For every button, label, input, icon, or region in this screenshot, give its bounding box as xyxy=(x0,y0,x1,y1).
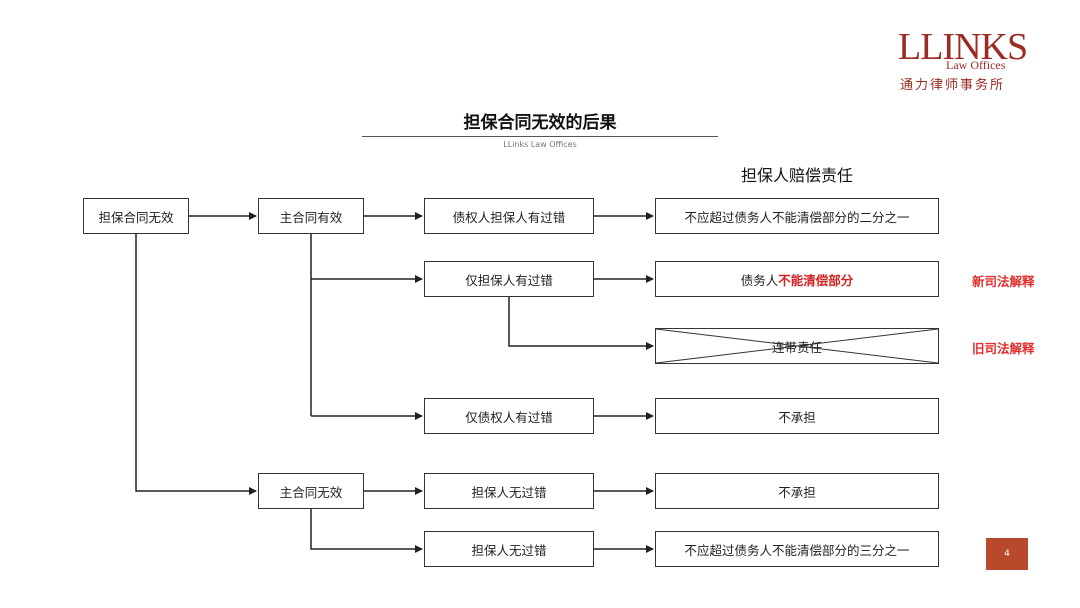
logo-subtitle: Law Offices xyxy=(946,58,1006,72)
page-subtitle: LLinks Law Offices xyxy=(503,140,577,149)
node-main-contract-invalid: 主合同无效 xyxy=(258,473,364,509)
joint-liability-cross-2 xyxy=(655,328,939,364)
llinks-logo: LLINKS Law Offices 通力律师事务所 xyxy=(898,28,1028,94)
note-new-judicial-interpretation: 新司法解释 xyxy=(972,274,1035,289)
outcome-third: 不应超过债务人不能清偿部分的三分之一 xyxy=(655,531,939,567)
node-only-guarantor-fault: 仅担保人有过错 xyxy=(424,261,594,297)
logo-chinese-name: 通力律师事务所 xyxy=(900,78,1006,93)
node-only-creditor-fault: 仅债权人有过错 xyxy=(424,398,594,434)
page-title: 担保合同无效的后果 xyxy=(463,113,617,133)
title-divider xyxy=(362,136,718,137)
outcome-unpaid-highlight: 不能清偿部分 xyxy=(778,272,854,288)
connector-root-to-main-invalid xyxy=(135,234,257,495)
outcome-half: 不应超过债务人不能清偿部分的二分之一 xyxy=(655,198,939,234)
node-guarantee-contract-invalid: 担保合同无效 xyxy=(83,198,189,234)
outcome-joint-liability-struck: 连带责任 xyxy=(655,328,939,364)
connector-main-invalid-to-no-fault-2 xyxy=(310,509,423,553)
node-main-contract-valid: 主合同有效 xyxy=(258,198,364,234)
page-number-badge: 4 xyxy=(986,538,1028,570)
connector-guarantor-fault-to-joint xyxy=(508,297,654,350)
logo-wordmark: LLINKS xyxy=(898,26,1028,68)
node-creditor-and-guarantor-fault: 债权人担保人有过错 xyxy=(424,198,594,234)
outcome-unpaid-prefix: 债务人 xyxy=(740,272,779,288)
note-old-judicial-interpretation: 旧司法解释 xyxy=(972,341,1035,356)
outcome-no-liability-1: 不承担 xyxy=(655,398,939,434)
outcome-no-liability-2: 不承担 xyxy=(655,473,939,509)
node-guarantor-no-fault-1: 担保人无过错 xyxy=(424,473,594,509)
outcome-column-heading: 担保人赔偿责任 xyxy=(740,166,853,185)
node-guarantor-no-fault-2: 担保人无过错 xyxy=(424,531,594,567)
outcome-unpaid-part: 债务人不能清偿部分 xyxy=(655,261,939,297)
